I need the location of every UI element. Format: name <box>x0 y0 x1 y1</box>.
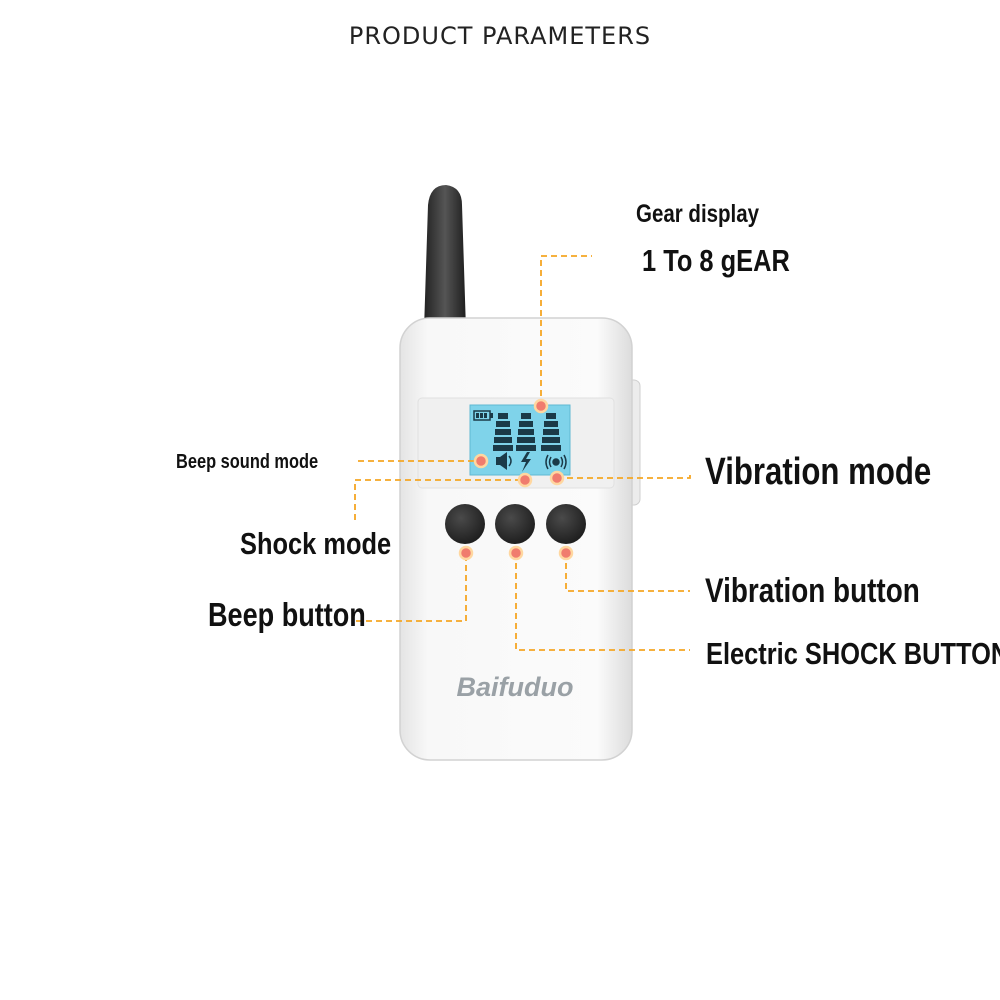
label-vibration-button: Vibration button <box>705 572 920 610</box>
marker-beep-button <box>458 545 474 561</box>
label-gear-display: Gear display <box>636 200 760 228</box>
speaker-icon <box>496 452 512 470</box>
marker-shock-mode <box>517 472 533 488</box>
brand-logo: Baifuduo <box>456 672 574 702</box>
label-beep-sound-mode: Beep sound mode <box>176 451 319 473</box>
lightning-icon <box>521 452 531 472</box>
label-beep-button: Beep button <box>208 596 366 633</box>
line-beep-button <box>356 553 467 622</box>
page-title: PRODUCT PARAMETERS <box>348 22 652 50</box>
gear-bars <box>493 413 561 451</box>
line-shock-button <box>515 553 690 651</box>
label-gear-range: 1 To 8 gEAR <box>642 243 790 278</box>
line-gear <box>540 255 592 406</box>
vibration-icon <box>545 454 567 470</box>
marker-beep-sound <box>473 453 489 469</box>
battery-icon <box>473 410 493 421</box>
line-vibration-button <box>565 553 690 592</box>
label-shock-mode: Shock mode <box>240 526 392 561</box>
antenna <box>424 185 466 330</box>
label-vibration-mode: Vibration mode <box>705 451 932 493</box>
line-shock-mode <box>354 479 525 520</box>
label-electric-shock-button: Electric SHOCK BUTTON <box>706 636 1000 671</box>
marker-vibration-mode <box>549 470 565 486</box>
line-vibration-mode <box>557 472 691 479</box>
beep-button <box>445 504 485 544</box>
marker-vibration-button <box>558 545 574 561</box>
vibration-button <box>546 504 586 544</box>
marker-gear <box>533 398 549 414</box>
marker-shock-button <box>508 545 524 561</box>
shock-button <box>495 504 535 544</box>
